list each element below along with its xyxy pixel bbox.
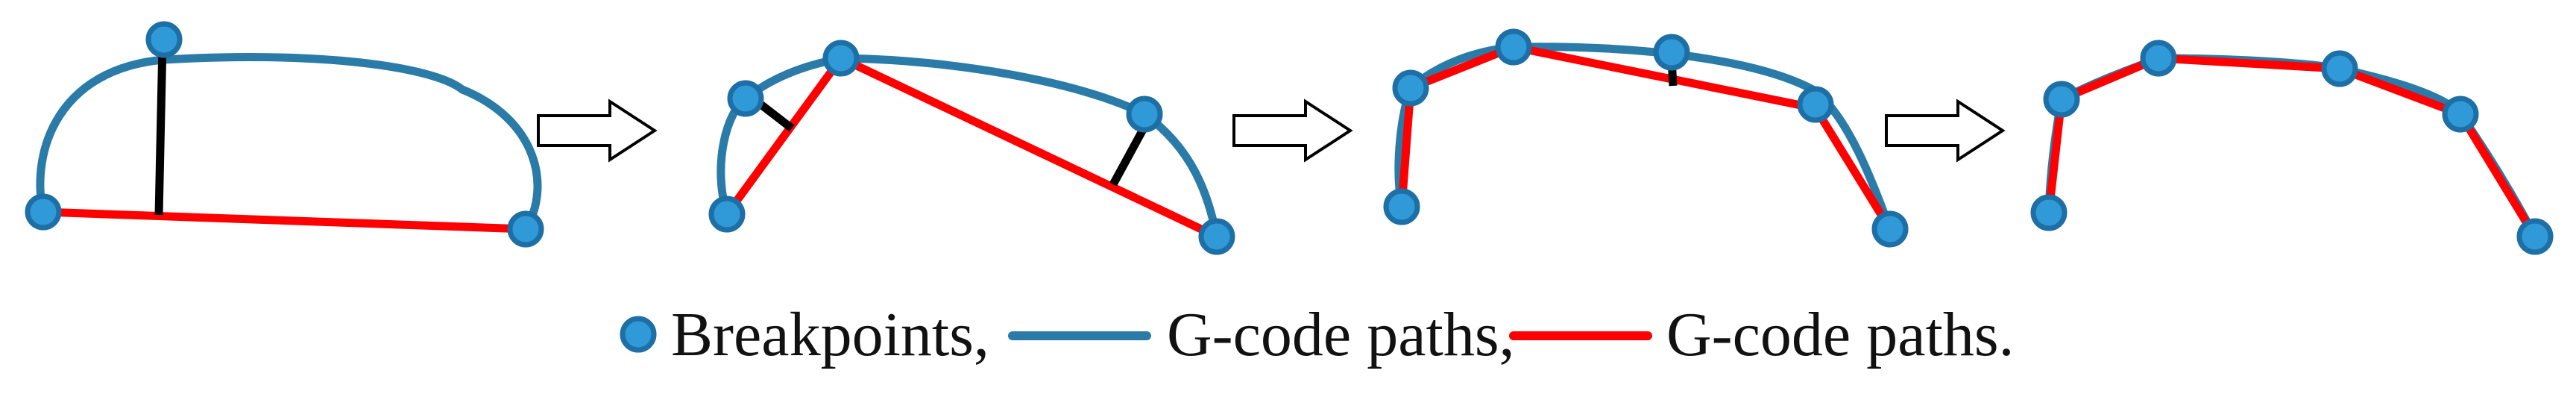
process-arrow-icon	[537, 98, 658, 163]
breakpoint	[2043, 81, 2080, 118]
breakpoint	[1392, 69, 1429, 107]
legend-breakpoints-label: Breakpoints,	[671, 300, 989, 369]
breakpoint	[1383, 188, 1420, 225]
stage-1-original-curve	[36, 52, 542, 234]
process-arrow-icon	[1232, 98, 1353, 163]
breakpoint	[2442, 96, 2479, 133]
process-arrow-icon	[1885, 98, 2006, 163]
breakpoint	[1198, 218, 1235, 255]
stage-3	[1383, 28, 1909, 248]
breakpoint	[2140, 40, 2177, 77]
stage-4	[2030, 40, 2554, 255]
stage-1-chord	[39, 207, 530, 234]
stage-1	[25, 21, 544, 248]
stage-2-deviation-line	[1109, 125, 1148, 187]
breakpoint	[2516, 218, 2554, 255]
breakpoint	[507, 210, 544, 248]
stage-3-chord-path	[1397, 43, 1895, 234]
breakpoint	[1871, 210, 1909, 248]
stage-2-original-curve	[717, 54, 1221, 241]
breakpoint	[727, 80, 764, 117]
breakpoint	[25, 193, 62, 231]
stage-2-chord	[722, 54, 845, 219]
breakpoint	[2030, 194, 2068, 231]
breakpoint	[822, 40, 860, 77]
breakpoint	[2321, 50, 2358, 87]
stage-2	[708, 40, 1235, 255]
stage-4-original-curve	[2044, 54, 2539, 241]
legend-simplified-paths-label: G-code paths.	[1666, 300, 2015, 369]
breakpoint	[1126, 96, 1163, 133]
breakpoint	[1797, 86, 1834, 123]
stage-4-chord-path	[2044, 54, 2539, 241]
breakpoint	[708, 196, 746, 233]
stage-1-deviation-line	[154, 43, 167, 216]
legend: Breakpoints, G-code paths, G-code paths.	[620, 300, 2015, 369]
breakpoint	[1495, 28, 1532, 66]
legend-original-paths-label: G-code paths,	[1167, 300, 1515, 369]
legend-breakpoint-icon	[620, 316, 657, 353]
stage-2-chord	[837, 54, 1221, 241]
breakpoint	[1653, 34, 1690, 71]
breakpoint	[145, 21, 183, 58]
